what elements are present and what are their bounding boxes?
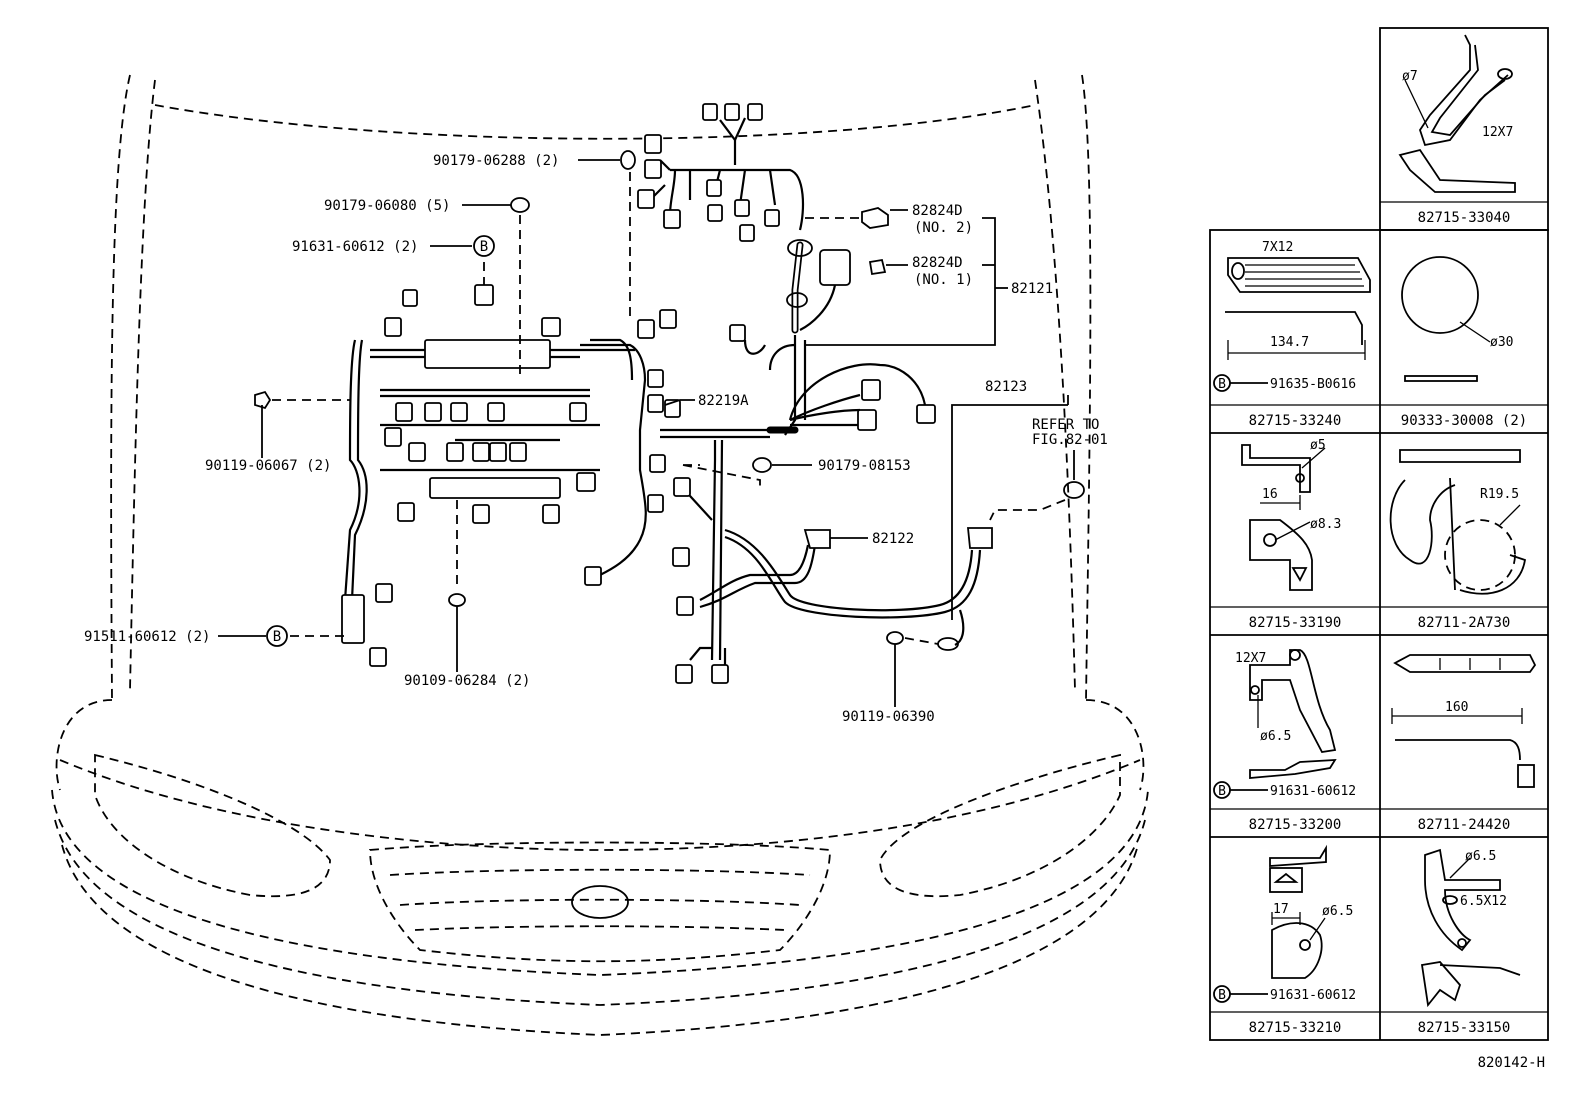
label-82824d-no1-sub: (NO. 1) bbox=[914, 272, 973, 288]
svg-text:134.7: 134.7 bbox=[1270, 335, 1309, 350]
svg-text:R19.5: R19.5 bbox=[1480, 487, 1519, 502]
svg-text:B: B bbox=[480, 239, 488, 255]
label-90179-06080: 90179-06080 (5) bbox=[324, 198, 450, 214]
part-sketch-82715-33200 bbox=[1249, 649, 1337, 779]
label-82121: 82121 bbox=[1011, 281, 1053, 297]
label-90179-06288: 90179-06288 (2) bbox=[433, 153, 559, 169]
svg-text:16: 16 bbox=[1262, 487, 1278, 502]
label-82824d-no2-sub: (NO. 2) bbox=[914, 220, 973, 236]
svg-text:7X12: 7X12 bbox=[1262, 240, 1293, 255]
battery-harness bbox=[672, 439, 993, 684]
svg-text:B: B bbox=[1218, 988, 1226, 1003]
fasteners bbox=[254, 150, 1085, 665]
svg-text:ø8.3: ø8.3 bbox=[1310, 517, 1341, 532]
svg-text:B: B bbox=[273, 629, 281, 645]
callout-labels: 90179-06288 (2) 90179-06080 (5) 91631-60… bbox=[84, 153, 1108, 725]
part-number-82715-33200: 82715-33200 bbox=[1249, 817, 1342, 833]
part-sketch-82711-24420 bbox=[1391, 654, 1537, 788]
svg-text:ø7: ø7 bbox=[1402, 69, 1418, 84]
svg-text:ø6.5: ø6.5 bbox=[1260, 729, 1291, 744]
svg-text:ø5: ø5 bbox=[1310, 438, 1326, 453]
refer-note: REFER TO bbox=[1032, 417, 1099, 433]
engine-harness bbox=[341, 103, 936, 667]
part-sketch-82715-33210 bbox=[1269, 844, 1327, 979]
part-number-82715-33190: 82715-33190 bbox=[1249, 615, 1342, 631]
svg-text:B: B bbox=[1218, 784, 1226, 799]
svg-text:6.5X12: 6.5X12 bbox=[1460, 894, 1507, 909]
part-number-82715-33240: 82715-33240 bbox=[1249, 413, 1342, 429]
part-sketch-90333-30008 bbox=[1401, 256, 1491, 382]
label-82824d-no1: 82824D bbox=[912, 255, 963, 271]
label-90119-06067: 90119-06067 (2) bbox=[205, 458, 331, 474]
svg-text:ø6.5: ø6.5 bbox=[1465, 849, 1496, 864]
svg-text:91631-60612: 91631-60612 bbox=[1270, 784, 1356, 799]
part-sketch-82711-2A730 bbox=[1389, 449, 1527, 595]
callout-leaders bbox=[218, 159, 1075, 707]
label-82824d-no2: 82824D bbox=[912, 203, 963, 219]
svg-text:12X7: 12X7 bbox=[1482, 125, 1513, 140]
part-number-82715-33210: 82715-33210 bbox=[1249, 1020, 1342, 1036]
label-91631-60612: 91631-60612 (2) bbox=[292, 239, 418, 255]
svg-text:B: B bbox=[1218, 377, 1226, 392]
label-90179-08153: 90179-08153 bbox=[818, 458, 911, 474]
svg-text:91635-B0616: 91635-B0616 bbox=[1270, 377, 1356, 392]
label-90119-06390: 90119-06390 bbox=[842, 709, 935, 725]
parts-panel: ø7 12X7 7X12 134.7 B 91635-B0616 ø30 bbox=[1209, 27, 1549, 1041]
part-sketch-82715-33190 bbox=[1241, 444, 1326, 591]
b-marker: B bbox=[266, 625, 288, 647]
svg-text:12X7: 12X7 bbox=[1235, 651, 1266, 666]
b-marker: B bbox=[473, 235, 495, 257]
svg-text:ø6.5: ø6.5 bbox=[1322, 904, 1353, 919]
diagram-id: 820142-H bbox=[1478, 1055, 1545, 1071]
label-90109-06284: 90109-06284 (2) bbox=[404, 673, 530, 689]
part-sketch-82715-33240 bbox=[1225, 257, 1371, 360]
refer-note-fig: FIG.82-01 bbox=[1032, 432, 1108, 448]
part-number-82715-33150: 82715-33150 bbox=[1418, 1020, 1511, 1036]
svg-text:17: 17 bbox=[1273, 902, 1289, 917]
label-82219a: 82219A bbox=[698, 393, 749, 409]
label-82123: 82123 bbox=[985, 379, 1027, 395]
part-sketch-82715-33040 bbox=[1398, 34, 1516, 193]
vehicle-outline bbox=[51, 74, 1149, 1036]
part-sketch-82715-33150 bbox=[1420, 848, 1521, 1008]
label-91511-60612: 91511-60612 (2) bbox=[84, 629, 210, 645]
label-82122: 82122 bbox=[872, 531, 914, 547]
svg-text:160: 160 bbox=[1445, 700, 1468, 715]
part-number-90333-30008: 90333-30008 (2) bbox=[1401, 413, 1527, 429]
part-number-82715-33040: 82715-33040 bbox=[1418, 210, 1511, 226]
part-number-82711-24420: 82711-24420 bbox=[1418, 817, 1511, 833]
part-number-82711-2A730: 82711-2A730 bbox=[1418, 615, 1511, 631]
svg-text:91631-60612: 91631-60612 bbox=[1270, 988, 1356, 1003]
svg-text:ø30: ø30 bbox=[1490, 335, 1513, 350]
